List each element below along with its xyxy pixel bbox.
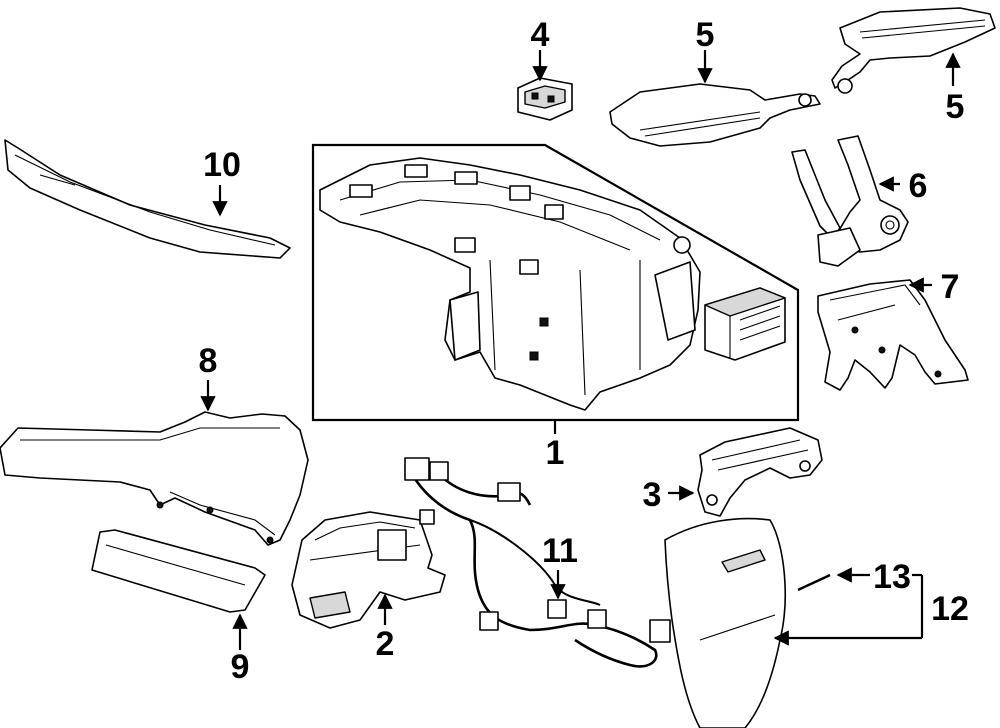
part-11-wiring-harness[interactable] [404,457,671,668]
callout-labels: 4 5 5 6 7 10 8 1 3 11 13 12 2 9 [199,16,969,686]
part-12-armrest-cover[interactable] [664,517,786,728]
part-7-bracket[interactable] [817,279,969,391]
callout-13: 13 [873,558,911,596]
part-13-rod[interactable] [797,573,831,592]
part-1-storage-box[interactable] [704,287,786,361]
part-9-trim-panel[interactable] [91,529,266,613]
callout-12: 12 [931,590,969,628]
part-8-side-panel[interactable] [0,411,309,546]
callout-8: 8 [199,342,218,380]
callout-2: 2 [376,625,395,663]
callout-5-right: 5 [946,88,965,126]
callout-9: 9 [231,648,250,686]
part-10-console-trim-strip[interactable] [4,139,291,259]
callout-7: 7 [941,268,960,306]
part-5-armrest-lid-alt[interactable] [831,7,996,94]
part-1-console-frame[interactable] [319,157,701,411]
callout-4: 4 [531,16,550,54]
callout-5-center: 5 [696,16,715,54]
part-6-hinge[interactable] [791,135,909,267]
callout-11: 11 [542,532,578,570]
part-5-armrest-lid[interactable] [609,83,821,147]
callout-1: 1 [546,434,565,472]
callout-6: 6 [909,167,928,205]
part-1-console-frame-box [311,143,800,422]
leader-lines [200,50,961,650]
part-2-storage-bin[interactable] [291,511,446,629]
part-3-support-bracket[interactable] [697,427,823,517]
callout-3: 3 [643,476,662,514]
part-4-clip[interactable] [517,77,573,121]
callout-10: 10 [203,146,241,184]
